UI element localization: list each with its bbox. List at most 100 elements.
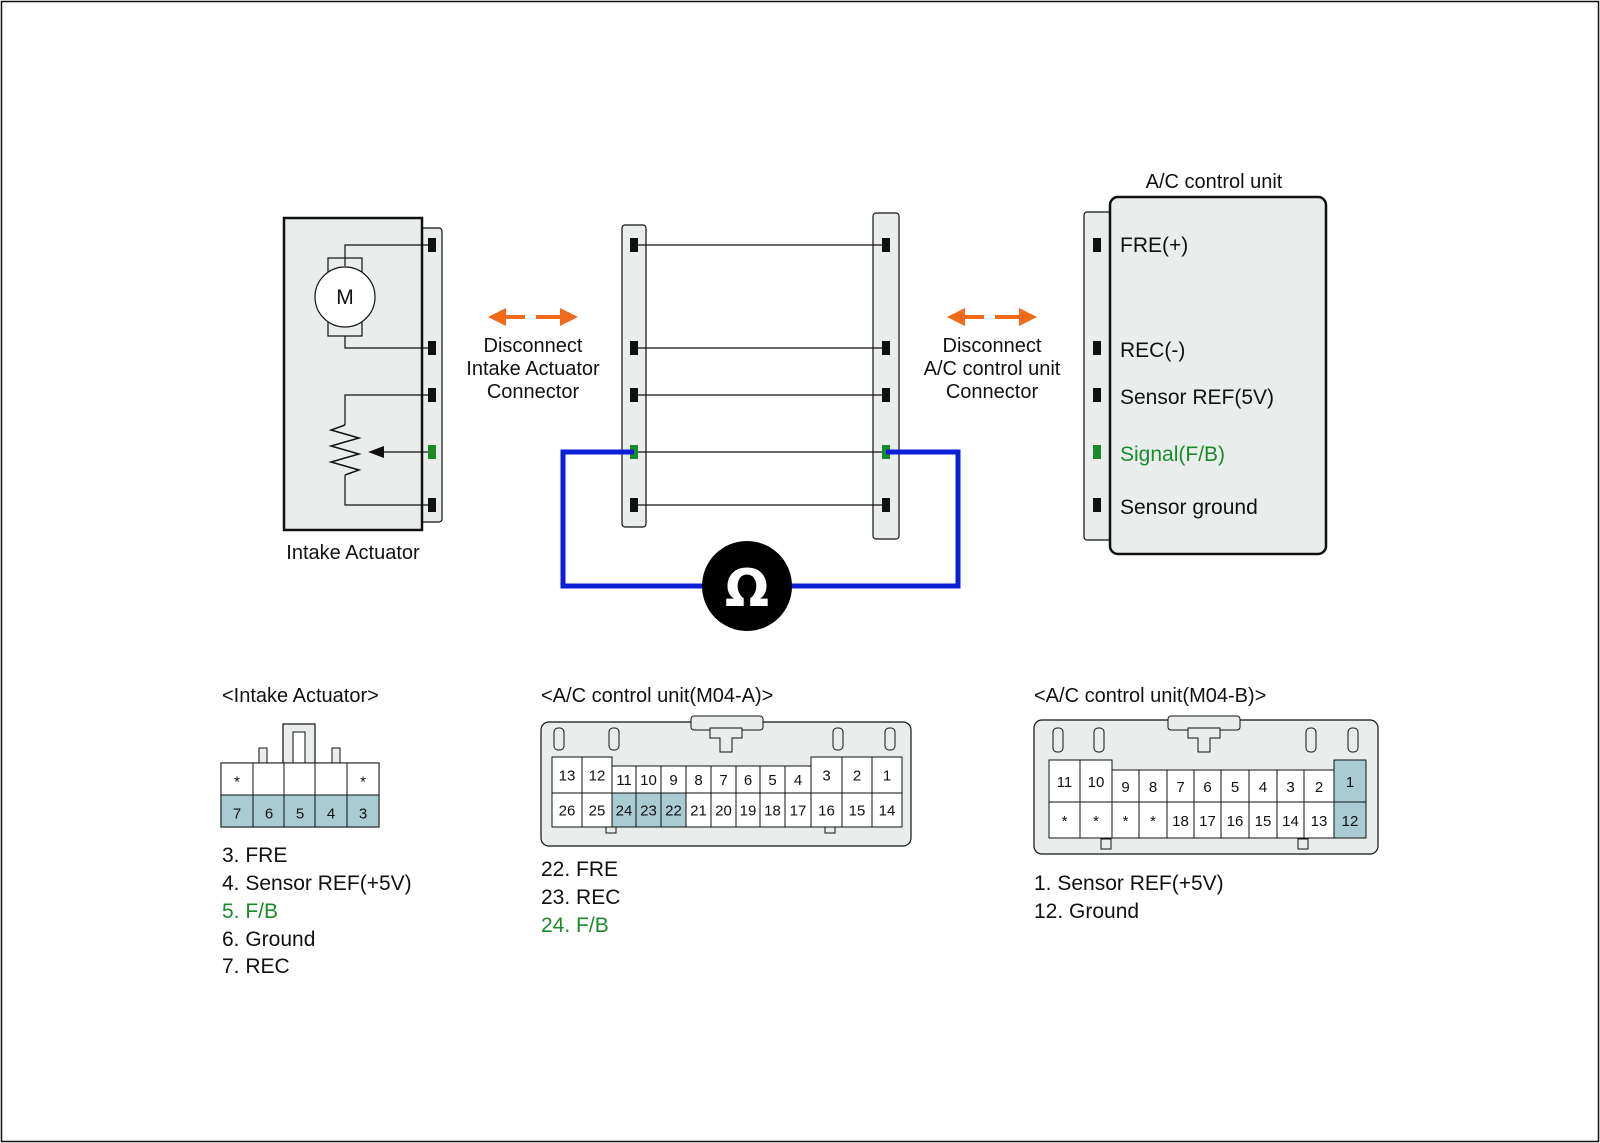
pin-number: 16 (1227, 813, 1244, 830)
pin-number: 11 (616, 772, 632, 789)
acu-pin-fre: FRE(+) (1120, 234, 1188, 257)
motor-icon: M (314, 244, 428, 349)
pin-number: 10 (1088, 774, 1105, 791)
pin-cell (1276, 801, 1305, 839)
pin-number: 16 (818, 802, 835, 819)
intake-connector-legend: 3. FRE 4. Sensor REF(+5V) 5. F/B 6. Grou… (222, 844, 412, 978)
pin-cell (252, 794, 286, 828)
pin-number: 10 (640, 772, 657, 789)
pin-number: 14 (1282, 813, 1299, 830)
pin-cell (841, 792, 873, 828)
pin-cell (252, 762, 286, 796)
ohm-symbol: Ω (725, 559, 769, 619)
pin-cell (1220, 769, 1250, 803)
pin-cell (314, 762, 348, 796)
pin-number: 15 (849, 802, 866, 819)
pin-cell (1333, 801, 1367, 839)
pin-cell (1333, 759, 1367, 803)
pin-cell (1248, 769, 1278, 803)
pin-number: 5 (1231, 779, 1239, 796)
pin-cell (611, 765, 637, 794)
pin-number: 13 (559, 767, 576, 784)
pin-number: 20 (715, 802, 732, 819)
disconnect-arrow-icon (488, 308, 578, 326)
pin-number: 12 (589, 767, 606, 784)
intake-connector-title: <Intake Actuator> (222, 685, 379, 707)
pin-number: 13 (1311, 813, 1328, 830)
svg-text:Connector: Connector (487, 381, 580, 403)
pin-number: 22 (665, 802, 682, 819)
pin-number: 24 (616, 802, 633, 819)
pin-number: 3 (359, 806, 367, 823)
pin-cell (735, 792, 761, 828)
pin-cell (1048, 759, 1081, 803)
disconnect-intake-label: Disconnect Intake Actuator Connector (466, 335, 600, 403)
pin-cell (685, 792, 712, 828)
pin-number: 21 (690, 802, 707, 819)
pin-number: 9 (669, 772, 677, 789)
legend-item: 23. REC (541, 886, 620, 909)
pin-cell (710, 765, 737, 794)
svg-text:Intake Actuator: Intake Actuator (466, 358, 600, 380)
pin-cell (810, 756, 843, 794)
actuator-pin-signal (428, 445, 436, 459)
pin-number: * (1062, 813, 1068, 830)
pin-number: 4 (1259, 779, 1267, 796)
actuator-pin (428, 388, 436, 402)
pin-number: 19 (740, 802, 757, 819)
pin-cell (1276, 769, 1305, 803)
svg-text:Disconnect: Disconnect (943, 335, 1042, 357)
pin-cell (685, 765, 712, 794)
pin-number: 8 (1149, 779, 1157, 796)
pin-number: 17 (1199, 813, 1216, 830)
pin-cell (759, 765, 786, 794)
pin-cell (1111, 769, 1140, 803)
actuator-pin (428, 238, 436, 252)
acu-pin-sensor-ground: Sensor ground (1120, 496, 1258, 519)
pin-cell (1248, 801, 1278, 839)
pin-number: 2 (853, 767, 861, 784)
svg-text:Connector: Connector (946, 381, 1039, 403)
pin-number: 1 (883, 767, 891, 784)
pin-number: * (1093, 813, 1099, 830)
legend-item: 1. Sensor REF(+5V) (1034, 872, 1224, 895)
pin-cell (283, 762, 317, 796)
pin-number: 25 (589, 802, 606, 819)
pin-number: 5 (296, 806, 304, 823)
actuator-body (282, 216, 424, 532)
pin-number: 26 (559, 802, 576, 819)
pin-number: 3 (1286, 779, 1294, 796)
legend-item: 22. FRE (541, 858, 618, 881)
disconnect-acu-label: Disconnect A/C control unit Connector (924, 335, 1061, 403)
pin-number: * (234, 774, 240, 791)
pin-number: 1 (1346, 774, 1354, 791)
m04a-connector-legend: 22. FRE 23. REC 24. F/B (541, 858, 620, 937)
pin-cell (841, 756, 873, 794)
actuator-label: Intake Actuator (286, 542, 420, 564)
pin-number: 12 (1342, 813, 1359, 830)
acu-pin-signal: Signal(F/B) (1120, 443, 1225, 466)
pin-cell (1048, 801, 1081, 839)
pin-number: * (1150, 813, 1156, 830)
pin-number: 9 (1121, 779, 1129, 796)
pin-number: 8 (694, 772, 702, 789)
pin-number: 6 (744, 772, 752, 789)
pin-cell (660, 792, 687, 828)
pin-number: 18 (764, 802, 781, 819)
pin-number: 18 (1172, 813, 1189, 830)
ohmmeter-icon: Ω (702, 541, 792, 631)
pin-number: * (1123, 813, 1129, 830)
acu-body (1108, 195, 1328, 556)
pin-cell (1079, 801, 1113, 839)
pin-cell (581, 792, 613, 828)
pin-number: 2 (1315, 779, 1323, 796)
svg-text:A/C control unit: A/C control unit (924, 358, 1061, 380)
acu-title: A/C control unit (1146, 171, 1283, 193)
acu-pin-rec: REC(-) (1120, 339, 1185, 362)
